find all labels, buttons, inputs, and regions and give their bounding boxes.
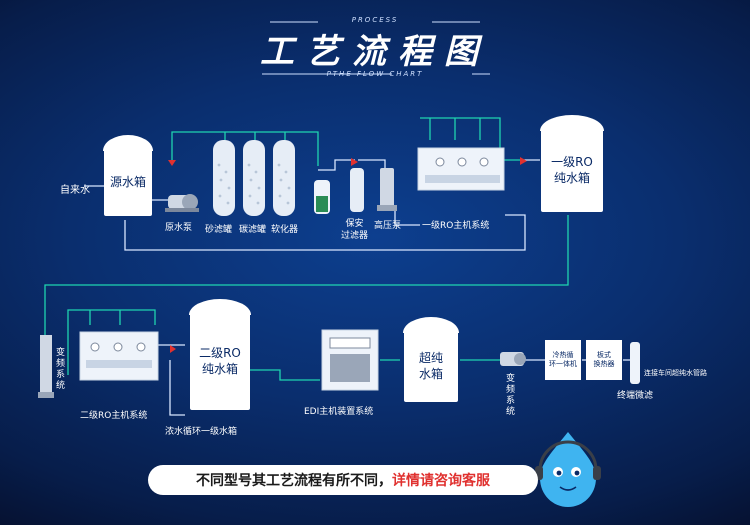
ro1-host-label: 一级RO主机系统 [422,221,490,231]
ro2-tank: 二级RO 纯水箱 [189,299,251,410]
edi-host-label: EDI主机装置系统 [304,407,374,417]
vfd-system-2-label: 变 频 系 统 [506,374,516,417]
high-pressure-pump-label: 高压泵 [374,221,402,231]
mascot-icon [535,432,601,507]
workshop-pipe-label: 连接车间超纯水管路 [644,369,707,377]
softener-label: 软化器 [271,225,299,235]
consult-banner[interactable]: 不同型号其工艺流程有所不同，详情请咨询客服 [148,465,538,495]
banner-highlight[interactable]: 详情请咨询客服 [392,473,490,489]
raw-pump-label: 原水泵 [165,223,193,233]
terminal-filter-label: 终端微滤 [617,391,654,401]
process-label: PROCESS [351,16,399,24]
sand-filter-label: 砂滤罐 [205,225,233,235]
security-filter-label: 保安 过滤器 [341,219,369,241]
carbon-filter-label: 碳滤罐 [239,225,267,235]
ro1-tank: 一级RO 纯水箱 [540,115,604,212]
raw-pump-icon [165,194,199,212]
plate-heat-exchanger: 板式 换热器 [586,340,622,380]
page-title: 工艺流程图 [260,32,490,72]
ultra-pure-tank: 超纯 水箱 [403,317,459,402]
banner-text: 不同型号其工艺流程有所不同， [196,473,392,489]
vfd-system-1-label: 变 频 系 统 [56,348,66,391]
tap-water-label: 自来水 [60,185,90,196]
chiller-unit: 冷热循 环一体机 [545,340,581,380]
concentrate-loop-label: 浓水循环一级水箱 [165,427,238,437]
source-tank: 源水箱 [103,135,153,216]
ro2-host-label: 二级RO主机系统 [80,411,148,421]
